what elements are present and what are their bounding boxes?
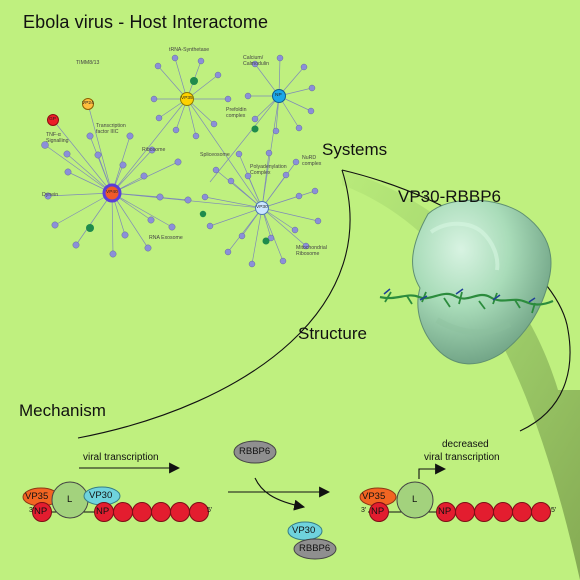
module-polyadenylation: Polyadenylation Complex (250, 164, 287, 176)
left-three-prime: 3' (29, 507, 35, 514)
right-np-label: NP (371, 506, 385, 517)
module-rnaexosome: RNA Exosome (149, 235, 183, 241)
hub-label-vp35: VP35 (181, 96, 193, 101)
hub-vp35 (180, 92, 194, 106)
module-nurd: NuRD complex (302, 155, 322, 167)
module-tf: Transcription factor IIIC (96, 123, 126, 135)
hub-label-gp: GP (49, 117, 56, 122)
left-five-prime: 5' (207, 507, 213, 514)
rbbp6-bottom-label: RBBP6 (299, 543, 331, 554)
hub-vp30 (255, 201, 269, 215)
module-calcium: Calcium/ Calmodulin (243, 55, 269, 67)
right-np2-label: NP (438, 506, 452, 517)
figure-title: Ebola virus - Host Interactome (23, 12, 269, 32)
right-np (369, 502, 389, 522)
module-dynein: Dynein (42, 192, 59, 198)
module-timm: TIMM8/13 (76, 60, 100, 66)
module-spliceosome: Spliceosome (200, 152, 230, 158)
left-np (32, 502, 52, 522)
rbbp6-bind-arrow (254, 477, 306, 511)
curve-line-right (341, 169, 571, 432)
hub-vp24 (82, 98, 94, 110)
hub-label-vp30: VP30 (256, 205, 268, 210)
module-mito: Mitochondrial Ribosome (296, 245, 327, 257)
decreased-line2: viral transcription (424, 452, 500, 463)
right-l (396, 481, 434, 519)
hub-label-vp40: VP40 (106, 190, 118, 195)
left-np2-label: NP (96, 506, 110, 517)
decreased-line1: decreased (442, 439, 489, 450)
curve-line (77, 169, 351, 439)
left-vp30-label: VP30 (89, 490, 113, 501)
section-structure: Structure (298, 324, 367, 343)
left-l-label: L (67, 494, 73, 505)
right-vp35-label: VP35 (362, 491, 386, 502)
vp30-bottom-label: VP30 (292, 525, 316, 536)
protein-structure (379, 199, 554, 365)
middle-proteins (233, 440, 337, 560)
section-systems: Systems (322, 140, 388, 159)
module-ribosome: Ribosome (142, 147, 166, 153)
network-edges (44, 57, 319, 265)
hub-gp (47, 114, 59, 126)
hub-vp40 (102, 183, 122, 203)
right-complex (359, 481, 551, 522)
rbbp6-top (233, 440, 277, 464)
viral-transcription-label: viral transcription (83, 452, 159, 463)
right-five-prime: 5' (551, 507, 557, 514)
hub-label-np: NP (275, 93, 282, 98)
left-vp35-label: VP35 (25, 491, 49, 502)
right-l-label: L (412, 494, 418, 505)
rbbp6-bottom (293, 538, 337, 560)
network-nodes (41, 54, 322, 268)
module-prefoldin: Prefoldin complex (226, 107, 247, 119)
hub-np (272, 89, 286, 103)
left-complex (22, 481, 209, 522)
left-np-label: NP (34, 506, 48, 517)
module-tnf: TNF-α Signalling (46, 132, 69, 144)
right-three-prime: 3' (361, 507, 367, 514)
decreased-arrow (418, 463, 447, 479)
rbbp6-top-label: RBBP6 (239, 446, 271, 457)
hub-label-vp24: VP24 (82, 101, 94, 106)
section-complex: VP30-RBBP6 (398, 187, 501, 206)
module-trna: tRNA-Synthetase (169, 47, 210, 53)
section-mechanism: Mechanism (19, 401, 106, 420)
